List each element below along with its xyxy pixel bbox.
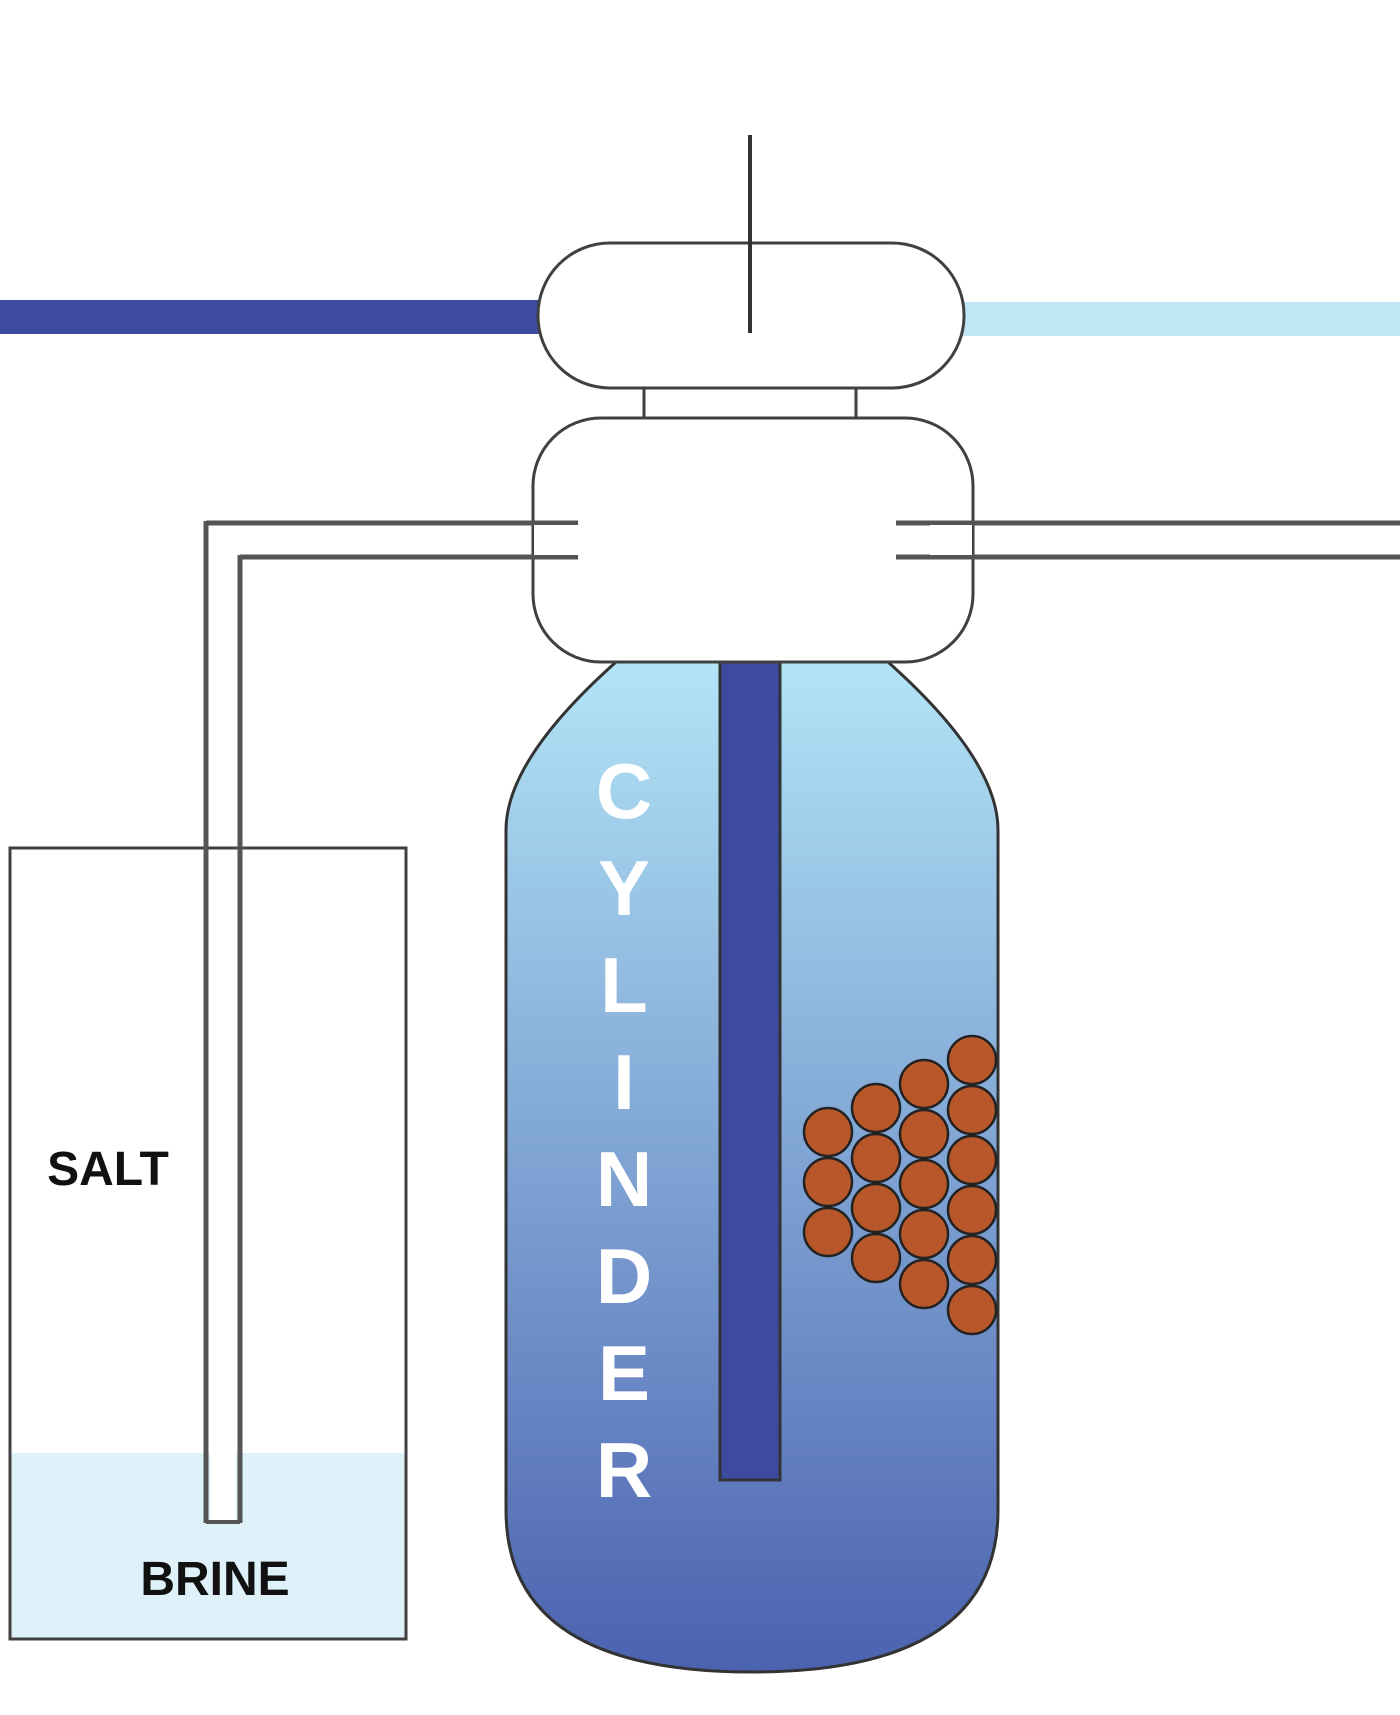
resin-bead <box>946 1134 998 1186</box>
resin-bead <box>946 1284 998 1336</box>
cylinder-label-letter: N <box>596 1135 652 1223</box>
resin-bead <box>946 1234 998 1286</box>
valve-body <box>531 416 975 664</box>
resin-bead <box>850 1132 902 1184</box>
resin-bead <box>946 1034 998 1086</box>
resin-bead <box>898 1158 950 1210</box>
cylinder-label-letter: I <box>613 1038 635 1126</box>
resin-bead <box>946 1084 998 1136</box>
resin-bead <box>850 1082 902 1134</box>
resin-bead <box>850 1182 902 1234</box>
cylinder-label-letter: E <box>598 1329 650 1417</box>
resin-bead <box>946 1184 998 1236</box>
salt-label: SALT <box>47 1143 169 1196</box>
resin-bead <box>898 1058 950 1110</box>
resin-bead <box>850 1232 902 1284</box>
cylinder-label-letter: D <box>596 1232 652 1320</box>
resin-bead <box>802 1106 854 1158</box>
resin-bead <box>898 1208 950 1260</box>
brine-label: BRINE <box>140 1553 289 1606</box>
cylinder-label-letter: L <box>600 941 648 1029</box>
resin-bead <box>898 1108 950 1160</box>
resin-bead <box>802 1206 854 1258</box>
resin-beads <box>802 1034 998 1336</box>
riser-tube <box>718 660 782 1482</box>
cylinder-label-letter: C <box>596 747 652 835</box>
cylinder-label-letter: R <box>596 1426 652 1514</box>
resin-bead <box>802 1156 854 1208</box>
cylinder-label-letter: Y <box>598 844 650 932</box>
soft-water-outlet-pipe <box>910 302 1400 336</box>
hard-water-inlet-pipe <box>0 300 578 334</box>
resin-bead <box>898 1258 950 1310</box>
